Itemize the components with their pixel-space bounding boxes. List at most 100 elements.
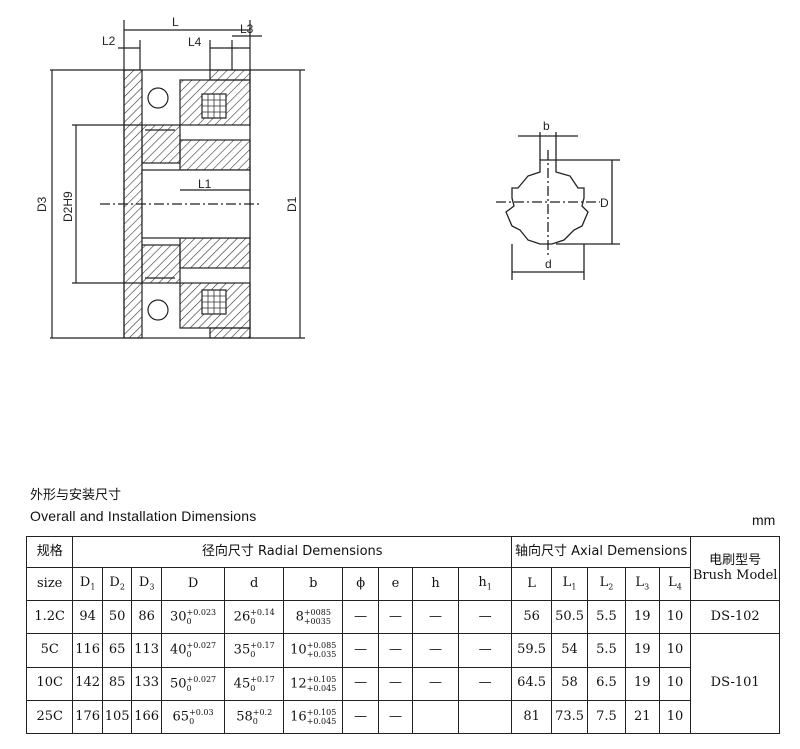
header-spec-en: size — [25, 567, 74, 601]
cell-phi: — — [342, 666, 380, 701]
cell-D3: 166 — [131, 699, 162, 735]
header-D2: D2 — [101, 567, 133, 601]
cell-h — [411, 699, 460, 735]
section-title-cn: 外形与安装尺寸 — [30, 488, 122, 503]
cell-brush-model: DS-101 — [690, 633, 780, 734]
cell-L1: 50.5 — [551, 599, 588, 635]
header-b: b — [283, 567, 344, 601]
cell-L2: 5.5 — [586, 633, 626, 668]
header-e: e — [378, 567, 413, 601]
table-header-column-row: size D1 D2 D3 D d b ϕ e h h1 L L1 L2 L3 … — [25, 567, 780, 601]
cell-L1: 73.5 — [551, 699, 588, 735]
table-header-group-row: 规格 径向尺寸 Radial Demensions 轴向尺寸 Axial Dem… — [25, 536, 780, 601]
cell-e: — — [378, 633, 413, 668]
dim-label-D1: D1 — [285, 196, 299, 212]
dim-label-D2H9: D2H9 — [61, 191, 75, 222]
cell-L: 56 — [511, 599, 553, 635]
header-h1: h1 — [458, 567, 513, 601]
cell-h1: — — [458, 633, 513, 668]
header-L4: L4 — [658, 567, 692, 601]
header-D3: D3 — [131, 567, 162, 601]
unit-label: mm — [752, 512, 776, 528]
dim-label-d: d — [545, 257, 552, 271]
cell-L: 64.5 — [511, 666, 553, 701]
dimensions-table: 规格 径向尺寸 Radial Demensions 轴向尺寸 Axial Dem… — [25, 536, 780, 735]
cell-D1: 94 — [72, 599, 103, 635]
cell-L: 59.5 — [511, 633, 553, 668]
cell-D3: 133 — [131, 666, 162, 701]
cell-size: 10C — [25, 666, 74, 701]
clutch-section-view — [50, 20, 305, 339]
cell-L4: 10 — [658, 666, 692, 701]
cell-size: 5C — [25, 633, 74, 668]
header-L2: L2 — [586, 567, 626, 601]
cell-brush-model: DS-102 — [690, 599, 780, 635]
cell-phi: — — [342, 599, 380, 635]
header-phi: ϕ — [342, 567, 380, 601]
cell-L3: 21 — [624, 699, 660, 735]
cell-L2: 7.5 — [586, 699, 626, 735]
dim-label-L1: L1 — [198, 177, 212, 191]
cell-h: — — [411, 666, 460, 701]
cell-D2: 65 — [101, 633, 133, 668]
cell-L4: 10 — [658, 599, 692, 635]
cell-L4: 10 — [658, 699, 692, 735]
cell-D2: 105 — [101, 699, 133, 735]
header-d: d — [224, 567, 285, 601]
cell-h1: — — [458, 599, 513, 635]
cell-D3: 86 — [131, 599, 162, 635]
header-spec-cn: 规格 — [25, 536, 74, 568]
cell-D2: 85 — [101, 666, 133, 701]
cell-L4: 10 — [658, 633, 692, 668]
cell-b: 12+0.105+0.045 — [283, 666, 344, 701]
header-L3: L3 — [624, 567, 660, 601]
cell-L2: 5.5 — [586, 599, 626, 635]
cell-h1: — — [458, 666, 513, 701]
cell-L1: 58 — [551, 666, 588, 701]
cell-L1: 54 — [551, 633, 588, 668]
cell-h: — — [411, 633, 460, 668]
cell-b: 10+0.085+0.035 — [283, 633, 344, 668]
cell-e: — — [378, 666, 413, 701]
cell-D1: 116 — [72, 633, 103, 668]
cell-L2: 6.5 — [586, 666, 626, 701]
cell-h1 — [458, 699, 513, 735]
cell-e: — — [378, 699, 413, 735]
header-brush-en: Brush Model — [692, 567, 778, 583]
header-brush: 电刷型号 Brush Model — [690, 536, 780, 601]
header-h: h — [411, 567, 460, 601]
cell-h: — — [411, 599, 460, 635]
cell-D2: 50 — [101, 599, 133, 635]
header-D1: D1 — [72, 567, 103, 601]
dim-label-L4: L4 — [188, 35, 202, 49]
section-title-en: Overall and Installation Dimensions — [30, 508, 257, 524]
cell-size: 25C — [25, 699, 74, 735]
cell-D3: 113 — [131, 633, 162, 668]
dim-label-L: L — [172, 15, 179, 29]
cell-phi: — — [342, 699, 380, 735]
technical-drawing: L L2 L3 L4 L1 D3 D2H9 D1 b D d — [35, 15, 620, 339]
dim-label-D: D — [600, 196, 609, 210]
cell-D1: 176 — [72, 699, 103, 735]
spline-end-view — [496, 132, 620, 280]
header-radial: 径向尺寸 Radial Demensions — [72, 536, 513, 568]
cell-b: 8+0085+0035 — [283, 599, 344, 635]
cell-L: 81 — [511, 699, 553, 735]
dim-label-b: b — [543, 119, 550, 133]
header-brush-cn: 电刷型号 — [709, 553, 762, 569]
cell-L3: 19 — [624, 633, 660, 668]
cell-size: 1.2C — [25, 599, 74, 635]
cell-e: — — [378, 599, 413, 635]
